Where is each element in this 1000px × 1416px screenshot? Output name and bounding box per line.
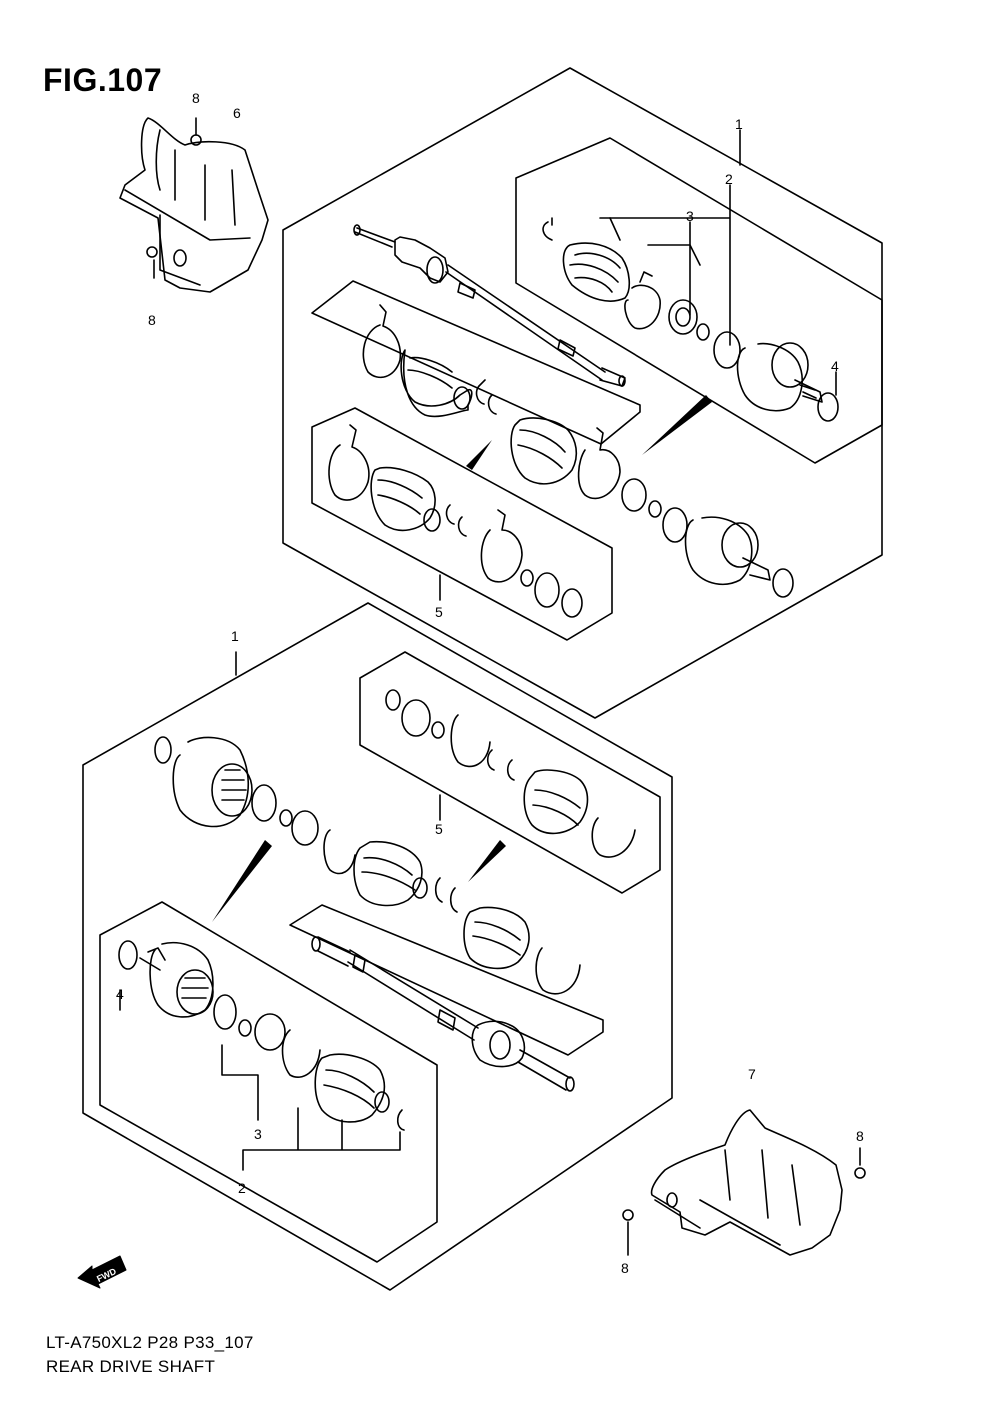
callout-bolt-c: 8 [856, 1128, 864, 1144]
bottom-boot-row-3 [463, 906, 581, 995]
bottom-boot-row-2 [385, 689, 636, 858]
callout-top-inner-parts: 3 [686, 208, 694, 224]
top-arrow-b [466, 440, 492, 470]
bottom-arrow-b [468, 840, 506, 882]
bottom-shaft-bracket [289, 904, 604, 1056]
bottom-assembly-outline [82, 602, 673, 1291]
callout-bolt-d: 8 [621, 1260, 629, 1276]
callout-bottom-inner-parts: 3 [254, 1126, 262, 1142]
callout-top-assembly: 1 [735, 116, 743, 132]
callout-top-ring: 4 [831, 358, 839, 374]
top-joint-set-outline [515, 137, 883, 464]
callout-guard-left: 6 [233, 105, 241, 121]
bottom-arrow-a [212, 840, 272, 922]
callout-bottom-joint-set: 2 [238, 1180, 246, 1196]
guard-left [119, 117, 269, 293]
top-boot-row-3 [328, 424, 583, 618]
top-assembly-outline [282, 67, 883, 719]
fwd-arrow-icon: FWD [77, 1255, 127, 1289]
callout-guard-right: 7 [748, 1066, 756, 1082]
figure-title: FIG.107 [43, 62, 163, 98]
bottom-shaft-assembly [82, 602, 673, 1291]
top-boot-row-1 [362, 304, 497, 418]
bottom-inner-joint [118, 940, 405, 1131]
bottom-joint-set-outline [99, 901, 438, 1263]
top-axle-shaft [353, 224, 626, 387]
callout-bottom-ring: 4 [116, 986, 124, 1002]
top-arrow-a [642, 395, 712, 455]
bottom-boot-set-outline [359, 651, 661, 894]
figure-name: REAR DRIVE SHAFT [46, 1357, 216, 1376]
callout-bolt-b: 8 [148, 312, 156, 328]
top-shaft-bracket [311, 280, 641, 445]
callout-top-joint-set: 2 [725, 171, 733, 187]
top-boot-set-outline [311, 407, 613, 641]
guard-right [622, 1109, 866, 1256]
callout-bottom-assembly: 1 [231, 628, 239, 644]
top-shaft-assembly [282, 67, 883, 719]
callout-top-boot-set: 5 [435, 604, 443, 620]
top-outer-joint [542, 217, 839, 422]
callout-bottom-boot-set: 5 [435, 821, 443, 837]
bottom-outer-joint [154, 736, 356, 875]
bottom-boot-row-1 [353, 840, 458, 913]
top-boot-row-2 [510, 417, 794, 598]
bottom-axle-shaft [311, 936, 575, 1092]
callout-bolt-a: 8 [192, 90, 200, 106]
model-code: LT-A750XL2 P28 P33_107 [46, 1333, 254, 1352]
